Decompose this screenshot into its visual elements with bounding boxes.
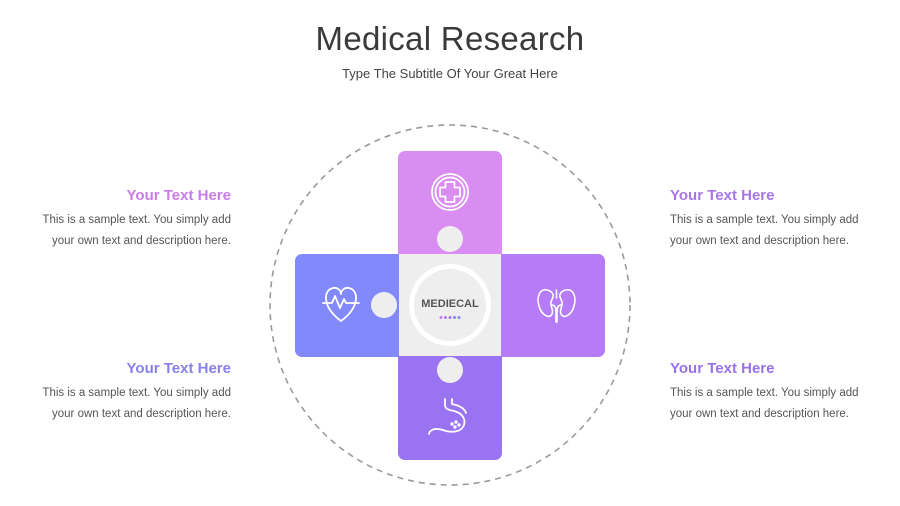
page-title: Medical Research [315,20,585,57]
text-block-top-left: Your Text Here This is a sample text. Yo… [16,187,231,252]
text-block-bottom-right: Your Text Here This is a sample text. Yo… [670,360,885,425]
block-body-line-2: your own text and description here. [670,408,849,420]
block-body-line-1: This is a sample text. You simply add [42,387,231,399]
block-body: This is a sample text. You simply add you… [16,383,231,425]
page-subtitle: Type The Subtitle Of Your Great Here [342,66,558,81]
block-body-line-1: This is a sample text. You simply add [42,214,231,226]
text-block-bottom-left: Your Text Here This is a sample text. Yo… [16,360,231,425]
block-body-line-2: your own text and description here. [52,235,231,247]
center-disc-inner [414,269,486,341]
heartbeat-icon [322,286,360,322]
stomach-icon [428,398,467,435]
block-body: This is a sample text. You simply add you… [16,210,231,252]
block-heading: Your Text Here [670,360,775,377]
text-block-top-right: Your Text Here This is a sample text. Yo… [670,187,885,252]
center-label: MEDIECAL [421,298,479,310]
block-body-line-2: your own text and description here. [52,408,231,420]
medical-cross-icon [431,173,469,211]
kidneys-icon [537,289,576,323]
dashed-ring [269,124,631,486]
block-body: This is a sample text. You simply add you… [670,383,885,425]
block-body-line-1: This is a sample text. You simply add [670,214,859,226]
puzzle-piece-bottom [398,356,502,460]
block-heading: Your Text Here [670,187,775,204]
block-body-line-1: This is a sample text. You simply add [670,387,859,399]
block-heading: Your Text Here [126,360,231,377]
block-body-line-2: your own text and description here. [670,235,849,247]
center-dots [439,316,461,319]
block-heading: Your Text Here [126,187,231,204]
block-body: This is a sample text. You simply add you… [670,210,885,252]
puzzle-piece-left [295,254,399,357]
